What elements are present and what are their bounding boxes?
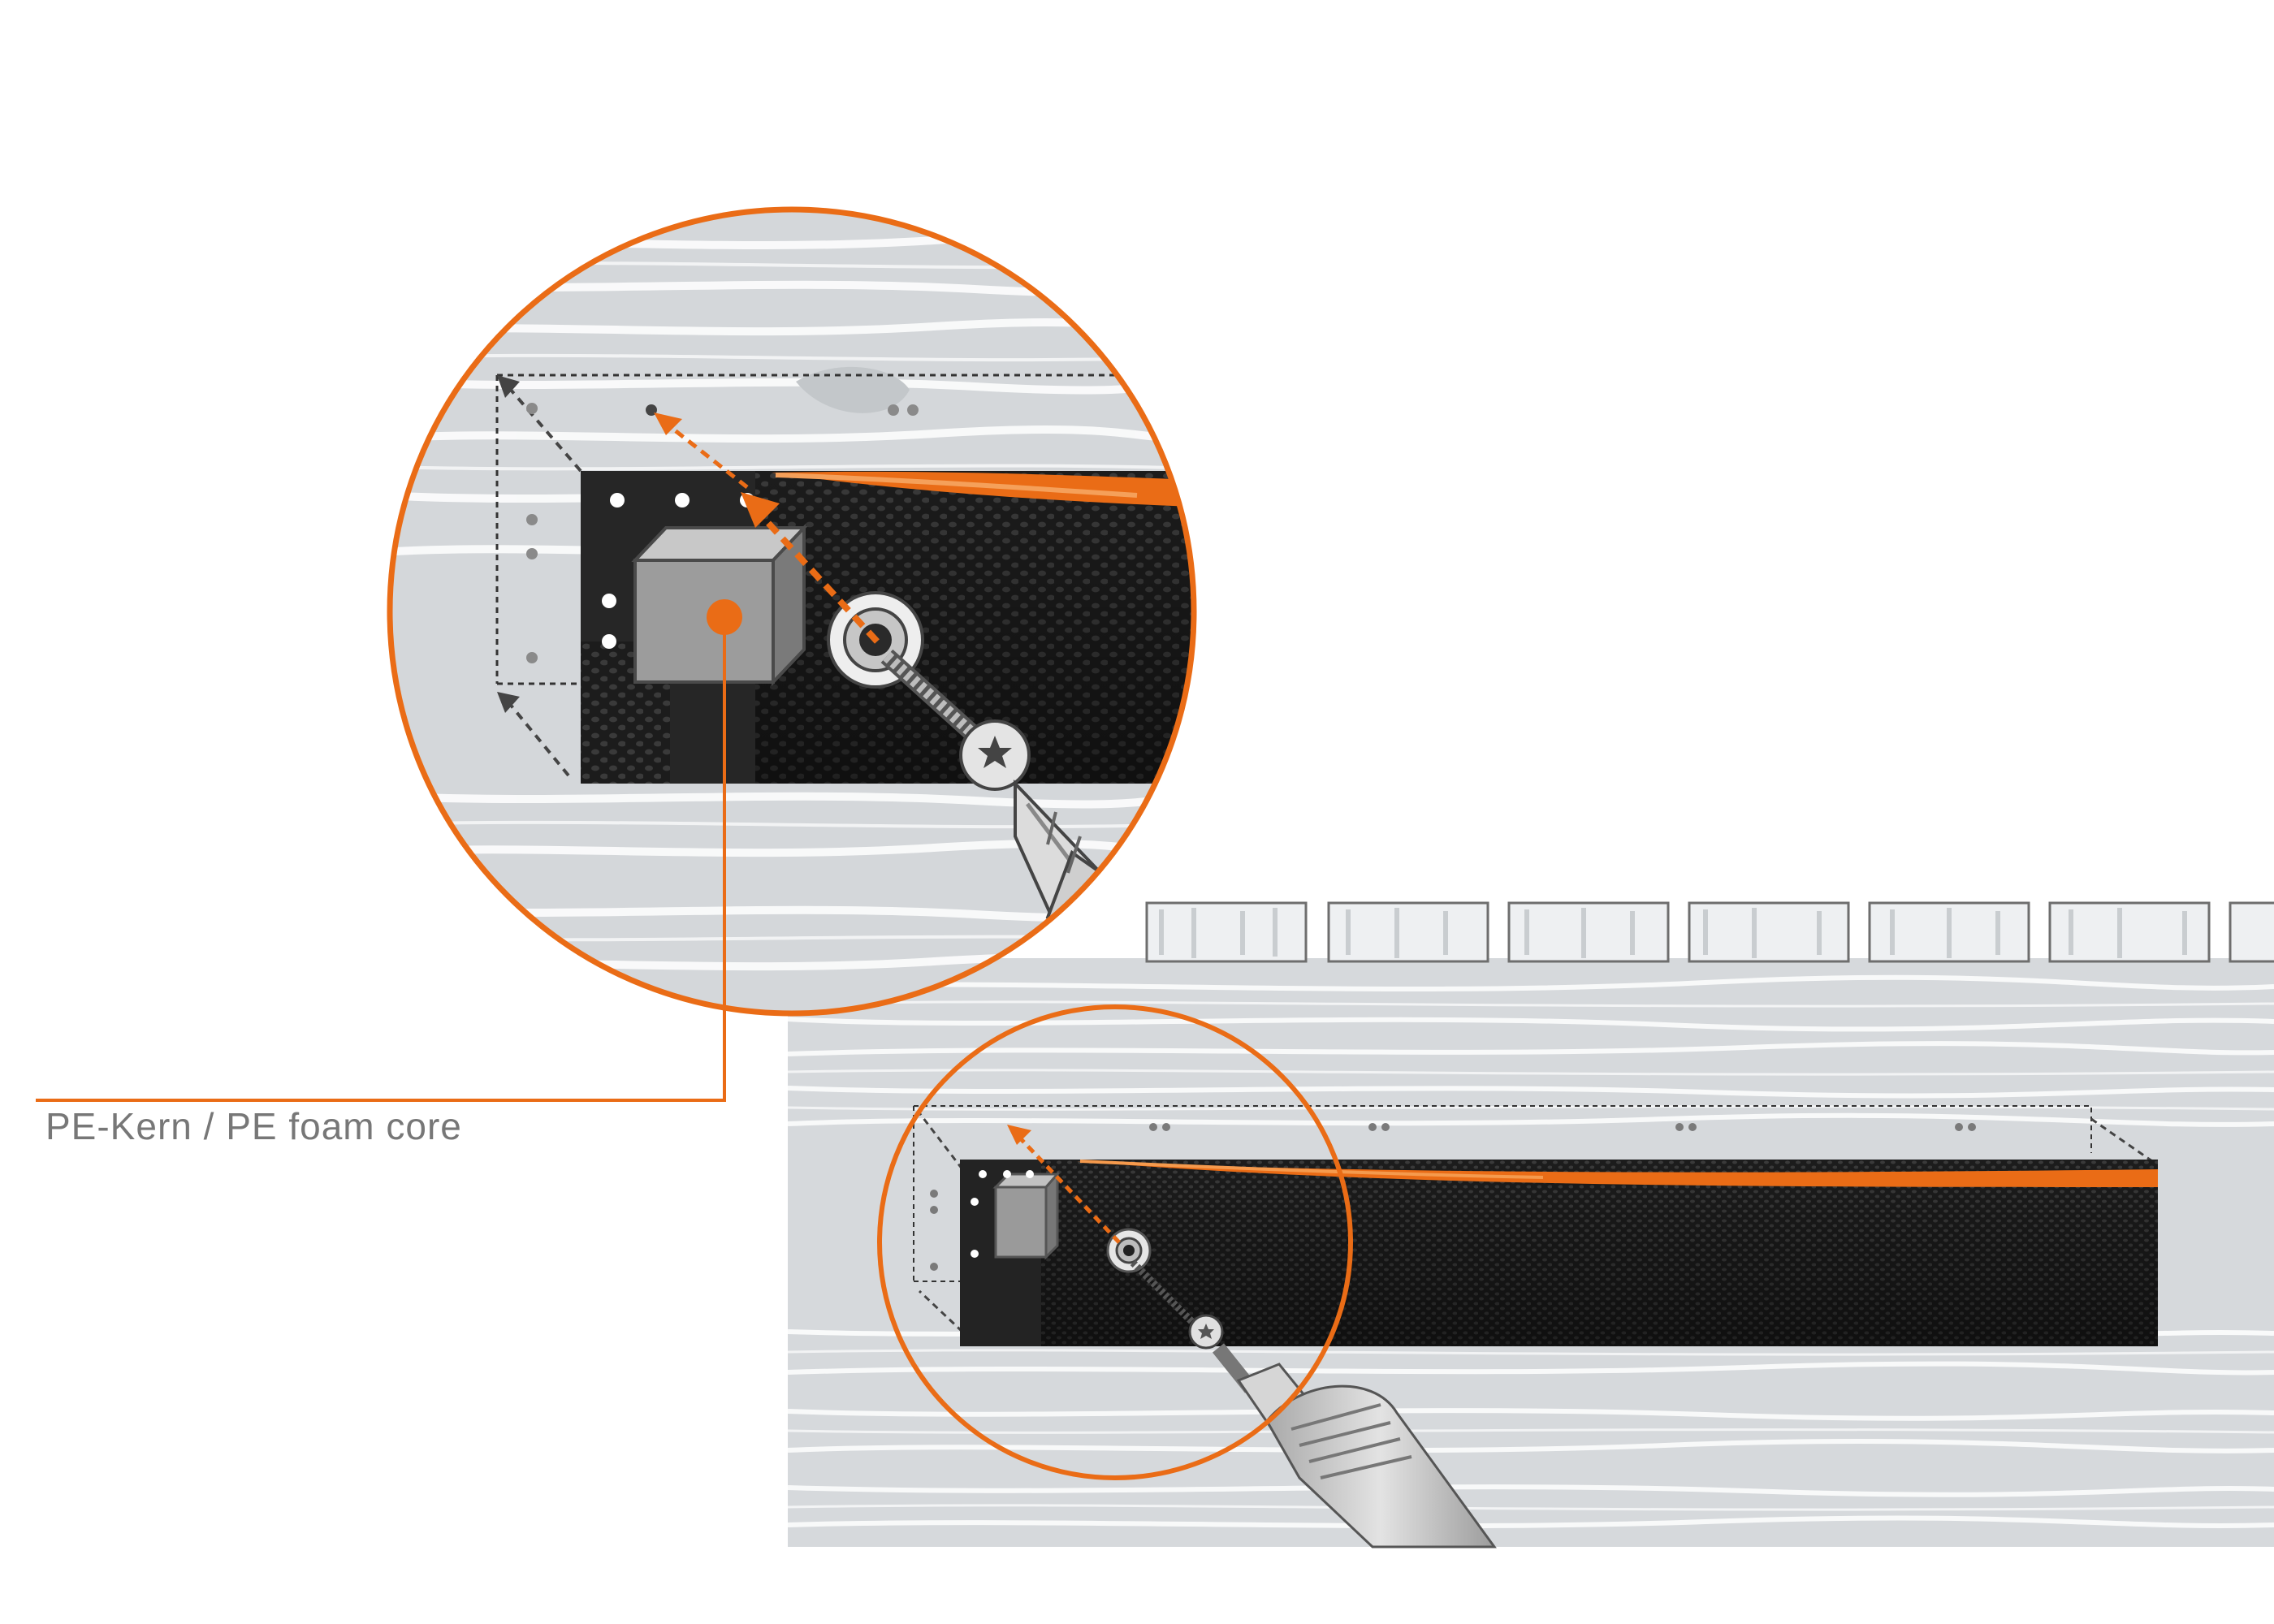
washer-icon <box>1106 1228 1152 1273</box>
screw-icon <box>1130 1259 1224 1350</box>
pe-foam-core-block <box>631 523 808 687</box>
tile-row <box>1145 901 2274 963</box>
magnifier-circle-small <box>877 1004 1353 1480</box>
board <box>960 1160 2158 1346</box>
drill-direction-arrow <box>654 412 880 644</box>
drill-direction-arrow-small <box>1007 1125 1121 1244</box>
drill-icon <box>1212 1343 1497 1548</box>
detail-magnifier <box>387 206 1197 1017</box>
mount-guide-arrows <box>916 1110 2153 1333</box>
screw-icon-large <box>880 649 1031 791</box>
magnifier-circle <box>387 206 1197 1017</box>
mount-outline <box>913 1105 2092 1282</box>
callout-leader <box>36 617 726 1102</box>
main-scene <box>787 901 2274 1548</box>
wall-mark-dots <box>930 1123 1976 1271</box>
pe-foam-core-label: PE-Kern / PE foam core <box>45 1105 462 1147</box>
